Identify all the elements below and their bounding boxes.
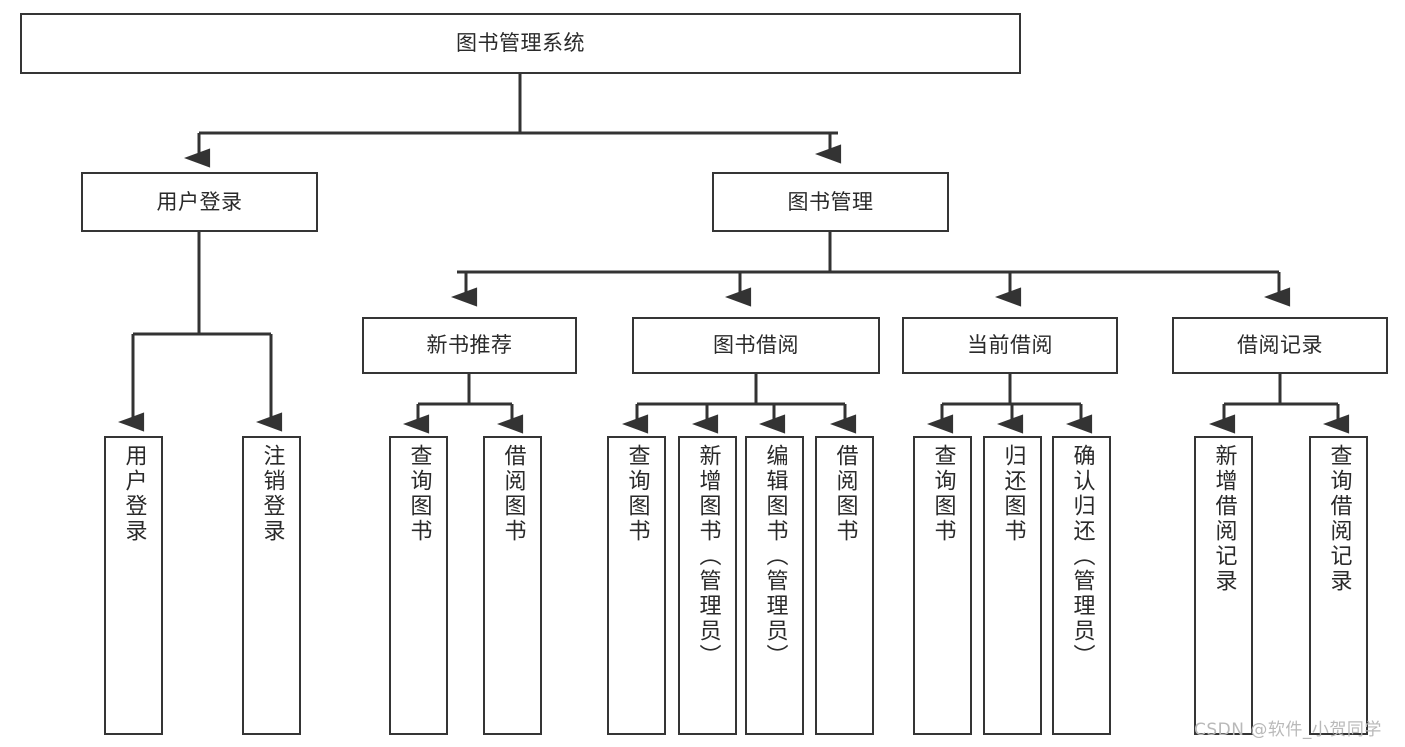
node-new-book-recommend[interactable]: 新书推荐 (362, 317, 577, 374)
node-current-borrow[interactable]: 当前借阅 (902, 317, 1118, 374)
node-book-borrow-label: 图书借阅 (713, 333, 799, 358)
node-current-borrow-label: 当前借阅 (967, 333, 1053, 358)
node-leaf-edit-book-admin-label: 编辑图书（管理员） (762, 444, 788, 669)
node-leaf-user-login-label: 用户登录 (121, 444, 147, 544)
node-leaf-query-book-current-label: 查询图书 (930, 444, 956, 544)
node-leaf-add-borrow-record[interactable]: 新增借阅记录 (1194, 436, 1253, 735)
node-leaf-add-book-admin-label: 新增图书（管理员） (695, 444, 721, 669)
node-root-label: 图书管理系统 (456, 31, 585, 56)
node-borrow-record[interactable]: 借阅记录 (1172, 317, 1388, 374)
node-leaf-borrow-book-recommend[interactable]: 借阅图书 (483, 436, 542, 735)
node-book-management[interactable]: 图书管理 (712, 172, 949, 232)
node-leaf-borrow-book[interactable]: 借阅图书 (815, 436, 874, 735)
node-book-management-label: 图书管理 (787, 189, 874, 214)
node-leaf-return-book-label: 归还图书 (1000, 444, 1026, 544)
node-leaf-logout-label: 注销登录 (259, 444, 285, 544)
node-user-login-label: 用户登录 (156, 189, 243, 214)
node-leaf-borrow-book-recommend-label: 借阅图书 (500, 444, 526, 544)
node-leaf-borrow-book-label: 借阅图书 (832, 444, 858, 544)
node-borrow-record-label: 借阅记录 (1237, 333, 1323, 358)
node-leaf-query-book-label: 查询图书 (624, 444, 650, 544)
node-book-borrow[interactable]: 图书借阅 (632, 317, 880, 374)
node-leaf-edit-book-admin[interactable]: 编辑图书（管理员） (745, 436, 804, 735)
node-leaf-query-borrow-record[interactable]: 查询借阅记录 (1309, 436, 1368, 735)
node-leaf-add-book-admin[interactable]: 新增图书（管理员） (678, 436, 737, 735)
node-leaf-query-book[interactable]: 查询图书 (607, 436, 666, 735)
node-leaf-query-borrow-record-label: 查询借阅记录 (1326, 444, 1352, 594)
node-new-book-recommend-label: 新书推荐 (426, 333, 513, 358)
node-leaf-query-book-current[interactable]: 查询图书 (913, 436, 972, 735)
node-leaf-confirm-return-admin-label: 确认归还（管理员） (1069, 444, 1095, 669)
node-leaf-add-borrow-record-label: 新增借阅记录 (1211, 444, 1237, 594)
node-leaf-query-book-recommend-label: 查询图书 (406, 444, 432, 544)
node-root[interactable]: 图书管理系统 (20, 13, 1021, 74)
node-leaf-user-login[interactable]: 用户登录 (104, 436, 163, 735)
node-leaf-logout[interactable]: 注销登录 (242, 436, 301, 735)
watermark-text: CSDN @软件_小贺同学 (1194, 720, 1382, 740)
node-leaf-return-book[interactable]: 归还图书 (983, 436, 1042, 735)
node-user-login[interactable]: 用户登录 (81, 172, 318, 232)
node-leaf-query-book-recommend[interactable]: 查询图书 (389, 436, 448, 735)
node-leaf-confirm-return-admin[interactable]: 确认归还（管理员） (1052, 436, 1111, 735)
